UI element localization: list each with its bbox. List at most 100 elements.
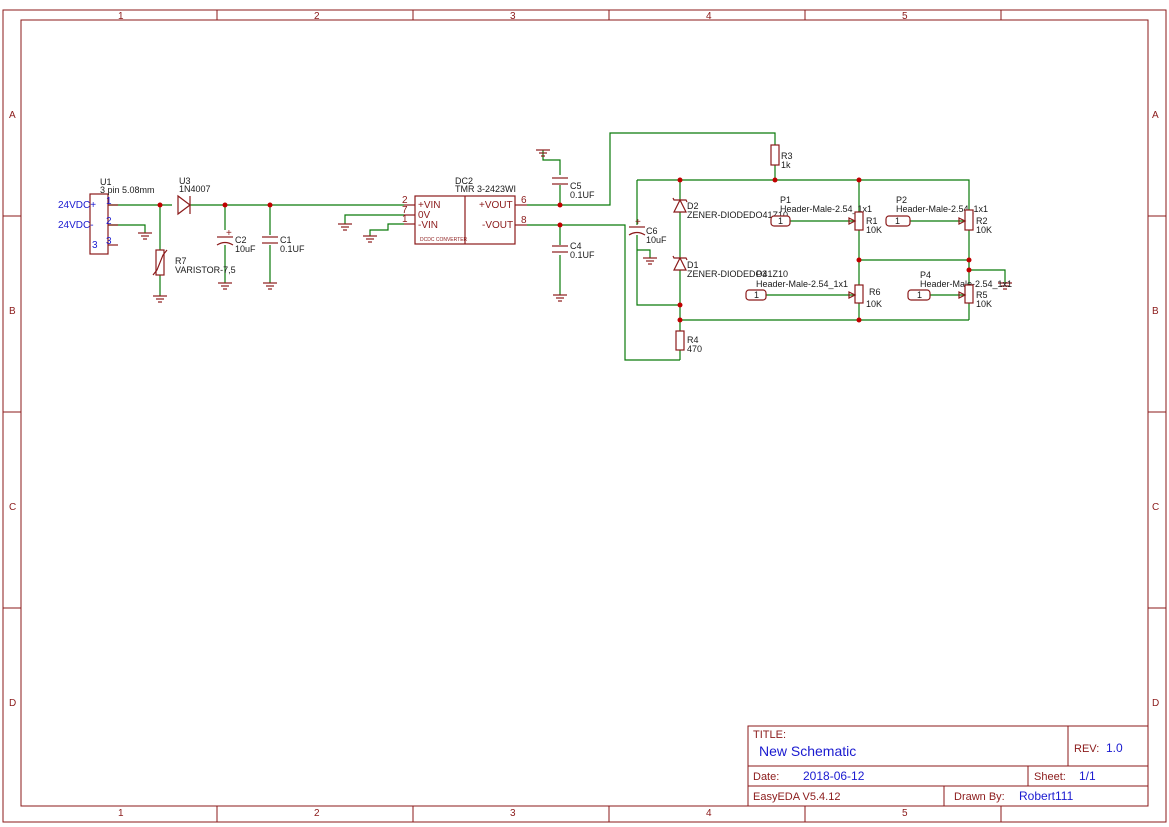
- dc2-pin-6: 6: [521, 195, 527, 206]
- dc2-pin-vout: +VOUT: [479, 200, 513, 211]
- r3-value: 1k: [781, 160, 791, 170]
- capacitor-c4[interactable]: C4 0.1UF: [552, 241, 595, 260]
- p3-ref: P3: [756, 269, 767, 279]
- r2-ref: R2: [976, 216, 988, 226]
- col-label-3-bottom: 3: [510, 808, 516, 819]
- r3-ref: R3: [781, 151, 793, 161]
- c5-value: 0.1UF: [570, 190, 595, 200]
- header-p1[interactable]: 1 P1 Header-Male-2.54_1x1: [770, 195, 872, 227]
- r7-ref: R7: [175, 256, 187, 266]
- potentiometer-r2[interactable]: R2 10K: [958, 209, 992, 235]
- dc2-pin-vin: +VIN: [418, 200, 441, 211]
- junctions: [157, 177, 972, 323]
- header-p4[interactable]: 1 P4 Header-Male-2.54_1x1: [907, 270, 1012, 301]
- p4-value: Header-Male-2.54_1x1: [920, 279, 1012, 289]
- column-labels: 1 2 3 4 5 1 2 3 4 5: [118, 11, 908, 819]
- header-p2[interactable]: 1 P2 Header-Male-2.54_1x1: [885, 195, 988, 227]
- row-label-d-right: D: [1152, 698, 1159, 709]
- potentiometer-r5[interactable]: R5 10K: [958, 284, 992, 309]
- c4-ref: C4: [570, 241, 582, 251]
- schematic-title: New Schematic: [759, 743, 856, 759]
- u1-pin-3: 3: [106, 236, 112, 247]
- col-label-4: 4: [706, 11, 712, 22]
- potentiometer-r6[interactable]: R6 10K: [848, 284, 882, 309]
- row-label-a-right: A: [1152, 110, 1159, 121]
- dcdc-converter-dc2[interactable]: DC2 TMR 3-2423WI +VIN 0V -VIN +VOUT -VOU…: [402, 176, 527, 245]
- header-p3[interactable]: 1 P3 Header-Male-2.54_1x1: [745, 269, 848, 301]
- potentiometer-r1[interactable]: R1 10K: [848, 211, 882, 235]
- u1-pin-2: 2: [106, 216, 112, 227]
- c2-value: 10uF: [235, 244, 256, 254]
- ground-icon: [263, 282, 277, 290]
- row-label-c-right: C: [1152, 502, 1159, 513]
- varistor-r7[interactable]: R7 VARISTOR-7,5: [152, 249, 236, 276]
- row-labels: A B C D A B C D: [9, 110, 1159, 709]
- dc2-inner-label: DCDC CONVERTER: [420, 237, 468, 243]
- p2-ref: P2: [896, 195, 907, 205]
- p4-ref: P4: [920, 270, 931, 280]
- c4-value: 0.1UF: [570, 250, 595, 260]
- r7-value: VARISTOR-7,5: [175, 265, 236, 275]
- rev-label: REV:: [1074, 743, 1099, 755]
- u1-ref: U1: [100, 177, 112, 187]
- ground-icon: [553, 294, 567, 302]
- zener-diode-d2[interactable]: D2 ZENER-DIODEDO41Z10: [672, 197, 788, 220]
- sheet-label: Sheet:: [1034, 771, 1066, 783]
- r5-ref: R5: [976, 290, 988, 300]
- r4-ref: R4: [687, 335, 699, 345]
- dc2-pin-mvout: -VOUT: [482, 220, 513, 231]
- drawn-by-label: Drawn By:: [954, 791, 1005, 803]
- dc2-pin-mvin: -VIN: [418, 220, 438, 231]
- r1-ref: R1: [866, 216, 878, 226]
- d1-value: ZENER-DIODEDO41Z10: [687, 269, 788, 279]
- diode-u3[interactable]: U3 1N4007: [177, 176, 211, 216]
- col-label-1-bottom: 1: [118, 808, 124, 819]
- p2-value: Header-Male-2.54_1x1: [896, 204, 988, 214]
- d2-ref: D2: [687, 201, 699, 211]
- c6-value: 10uF: [646, 235, 667, 245]
- capacitor-c1[interactable]: C1 0.1UF: [262, 235, 305, 254]
- u3-value: 1N4007: [179, 184, 211, 194]
- u1-pin-3-inner: 3: [92, 240, 98, 251]
- col-label-2-bottom: 2: [314, 808, 320, 819]
- col-label-1: 1: [118, 11, 124, 22]
- ground-icon: [363, 235, 377, 243]
- resistor-r4[interactable]: R4 470: [675, 330, 702, 354]
- r4-value: 470: [687, 344, 702, 354]
- dc2-pin-1: 1: [402, 214, 408, 225]
- p1-value: Header-Male-2.54_1x1: [780, 204, 872, 214]
- c2-plus: +: [226, 228, 232, 239]
- software-version: EasyEDA V5.4.12: [753, 791, 840, 803]
- col-label-5: 5: [902, 11, 908, 22]
- ground-icon: [218, 282, 232, 290]
- p4-pin: 1: [917, 290, 922, 300]
- capacitor-c5[interactable]: C5 0.1UF: [552, 177, 595, 200]
- row-label-d: D: [9, 698, 16, 709]
- row-label-c: C: [9, 502, 16, 513]
- net-label-24vdc-minus: 24VDC-: [58, 220, 94, 231]
- row-label-b: B: [9, 306, 16, 317]
- p3-value: Header-Male-2.54_1x1: [756, 279, 848, 289]
- c1-value: 0.1UF: [280, 244, 305, 254]
- dc2-pin-7: 7: [402, 205, 408, 216]
- col-label-5-bottom: 5: [902, 808, 908, 819]
- c2-ref: C2: [235, 235, 247, 245]
- zener-diode-d1[interactable]: D1 ZENER-DIODEDO41Z10: [672, 255, 788, 279]
- p1-pin: 1: [778, 216, 783, 226]
- resistor-r3[interactable]: R3 1k: [770, 144, 793, 170]
- col-label-2: 2: [314, 11, 320, 22]
- c5-ref: C5: [570, 181, 582, 191]
- ground-icon: [643, 257, 657, 265]
- dc2-value: TMR 3-2423WI: [455, 184, 516, 194]
- dc2-pin-2: 2: [402, 195, 408, 206]
- connector-u1[interactable]: U1 3 pin 5.08mm 1 2 3 3 24VDC+ 24VDC-: [58, 177, 155, 255]
- sheet-frame: [2, 9, 1167, 823]
- dc2-pin-8: 8: [521, 215, 527, 226]
- col-label-3: 3: [510, 11, 516, 22]
- capacitor-c2[interactable]: + C2 10uF: [216, 228, 256, 254]
- capacitor-c6[interactable]: + C6 10uF: [628, 217, 667, 245]
- ground-icon: [998, 282, 1012, 290]
- ground-icon: [536, 149, 550, 157]
- row-label-a: A: [9, 110, 16, 121]
- r1-value: 10K: [866, 225, 882, 235]
